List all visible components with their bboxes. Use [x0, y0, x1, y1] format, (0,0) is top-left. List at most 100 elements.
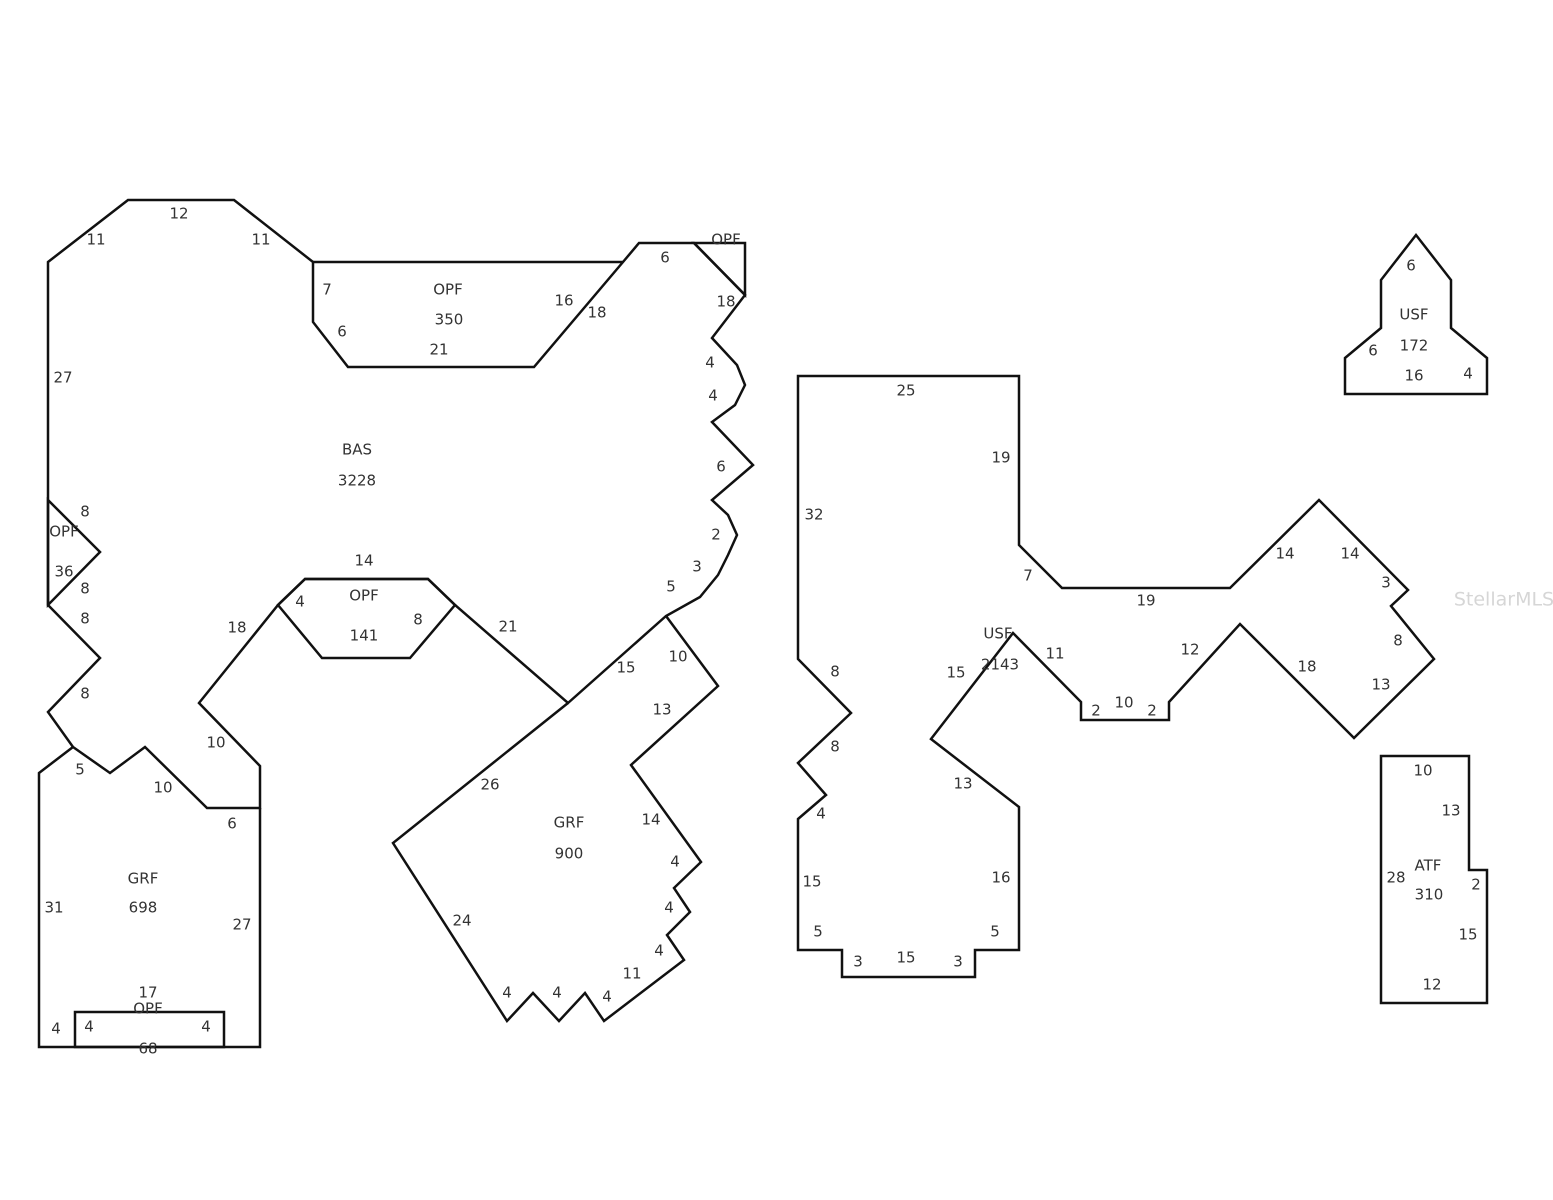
atf-310-dimension-label: 15	[1458, 926, 1477, 944]
usf-2143-dimension-label: 2	[1091, 702, 1101, 720]
bas-dimension-label: 12	[169, 205, 188, 223]
usf-2143-dimension-label: 15	[802, 873, 821, 891]
usf-2143-code-label: USF	[983, 625, 1012, 643]
usf-2143-dimension-label: 4	[816, 805, 826, 823]
usf-2143-dimension-label: 8	[1393, 632, 1403, 650]
opf-350-area-label: 350	[435, 311, 464, 329]
grf-900-dimension-label: 14	[641, 811, 660, 829]
usf-2143-dimension-label: 3	[953, 953, 963, 971]
bas-dimension-label: 8	[80, 685, 90, 703]
atf-310-code-label: ATF	[1415, 857, 1442, 875]
opf-350-code-label: OPF	[433, 281, 462, 299]
bas-dimension-label: 4	[708, 387, 718, 405]
usf-2143-dimension-label: 19	[991, 449, 1010, 467]
usf-2143-dimension-label: 15	[896, 949, 915, 967]
grf-900-area-label: 900	[555, 845, 584, 863]
usf-2143-dimension-label: 25	[896, 382, 915, 400]
opf-68-code-label: OPF	[133, 1000, 162, 1018]
atf-310-dimension-label: 12	[1422, 976, 1441, 994]
usf-2143-dimension-label: 7	[1023, 567, 1033, 585]
usf-2143-dimension-label: 32	[804, 506, 823, 524]
opf-141-area-label: 141	[350, 627, 379, 645]
grf-698-dimension-label: 27	[232, 916, 251, 934]
usf-2143-dimension-label: 10	[1114, 694, 1133, 712]
usf-2143-dimension-label: 3	[853, 953, 863, 971]
usf-2143-dimension-label: 14	[1275, 545, 1294, 563]
bas-dimension-label: 11	[86, 231, 105, 249]
usf-2143-area-label: 2143	[981, 656, 1019, 674]
usf-172-dimension-label: 6	[1406, 257, 1416, 275]
usf-2143-dimension-label: 5	[990, 923, 1000, 941]
grf-900-dimension-label: 26	[480, 776, 499, 794]
grf-900-dimension-label: 10	[668, 648, 687, 666]
atf-310-outline	[1379, 754, 1489, 1005]
grf-698-code-label: GRF	[128, 870, 159, 888]
bas-code-label: BAS	[342, 441, 372, 459]
grf-900-dimension-label: 4	[664, 899, 674, 917]
usf-2143-dimension-label: 13	[953, 775, 972, 793]
usf-2143-dimension-label: 5	[813, 923, 823, 941]
grf-900-dimension-label: 4	[552, 984, 562, 1002]
opf-350-dimension-label: 6	[337, 323, 347, 341]
usf-2143-dimension-label: 11	[1045, 645, 1064, 663]
opf-141-dimension-label: 4	[295, 593, 305, 611]
bas-dimension-label: 8	[80, 610, 90, 628]
opf-141-code-label: OPF	[349, 587, 378, 605]
usf-172-dimension-label: 6	[1368, 342, 1378, 360]
grf-900-dimension-label: 11	[622, 965, 641, 983]
bas-dimension-label: 4	[705, 354, 715, 372]
bas-dimension-label: 18	[716, 293, 735, 311]
bas-dimension-label: 10	[206, 734, 225, 752]
grf-900-outline	[391, 615, 720, 1024]
bas-dimension-label: 18	[227, 619, 246, 637]
bas-dimension-label: 3	[692, 558, 702, 576]
grf-900-dimension-label: 24	[452, 912, 471, 930]
usf-2143-dimension-label: 2	[1147, 702, 1157, 720]
atf-310-dimension-label: 28	[1386, 869, 1405, 887]
bas-dimension-label: 21	[498, 618, 517, 636]
opf-68-dimension-label: 4	[201, 1018, 211, 1036]
opf-36-code-label: OPF	[49, 523, 78, 541]
grf-698-dimension-label: 31	[44, 899, 63, 917]
atf-310-dimension-label: 13	[1441, 802, 1460, 820]
grf-900-dimension-label: 15	[616, 659, 635, 677]
opf-350-dimension-label: 7	[322, 281, 332, 299]
bas-dimension-label: 5	[666, 578, 676, 596]
bas-area-label: 3228	[338, 472, 376, 490]
bas-dimension-label: 11	[251, 231, 270, 249]
bas-dimension-label: 6	[660, 249, 670, 267]
opf-68-dimension-label: 17	[138, 984, 157, 1002]
grf-900-dimension-label: 4	[602, 988, 612, 1006]
opf-141-outline	[276, 577, 457, 660]
opf-68-outline	[73, 1010, 226, 1049]
bas-dimension-label: 10	[153, 779, 172, 797]
usf-2143-dimension-label: 3	[1381, 574, 1391, 592]
atf-310-dimension-label: 10	[1413, 762, 1432, 780]
atf-310-dimension-label: 2	[1471, 876, 1481, 894]
usf-2143-dimension-label: 8	[830, 663, 840, 681]
opf-68-dimension-label: 4	[84, 1018, 94, 1036]
opf-350-dimension-label: 21	[429, 341, 448, 359]
usf-2143-dimension-label: 13	[1371, 676, 1390, 694]
usf-2143-dimension-label: 14	[1340, 545, 1359, 563]
usf-172-outline	[1343, 232, 1489, 396]
grf-900-code-label: GRF	[554, 814, 585, 832]
opf-top-right-code-label: OPF	[711, 231, 740, 249]
bas-dimension-label: 5	[75, 761, 85, 779]
usf-172-code-label: USF	[1399, 306, 1428, 324]
grf-900-dimension-label: 13	[652, 701, 671, 719]
usf-2143-dimension-label: 19	[1136, 592, 1155, 610]
bas-dimension-label: 27	[53, 369, 72, 387]
usf-172-dimension-label: 16	[1404, 367, 1423, 385]
grf-900-dimension-label: 4	[502, 984, 512, 1002]
bas-dimension-label: 6	[227, 815, 237, 833]
usf-2143-dimension-label: 8	[830, 738, 840, 756]
bas-dimension-label: 8	[80, 580, 90, 598]
usf-2143-dimension-label: 15	[946, 664, 965, 682]
opf-36-outline	[46, 496, 102, 609]
usf-2143-dimension-label: 18	[1297, 658, 1316, 676]
watermark-logo: StellarMLS	[1454, 589, 1553, 611]
usf-172-area-label: 172	[1400, 337, 1429, 355]
